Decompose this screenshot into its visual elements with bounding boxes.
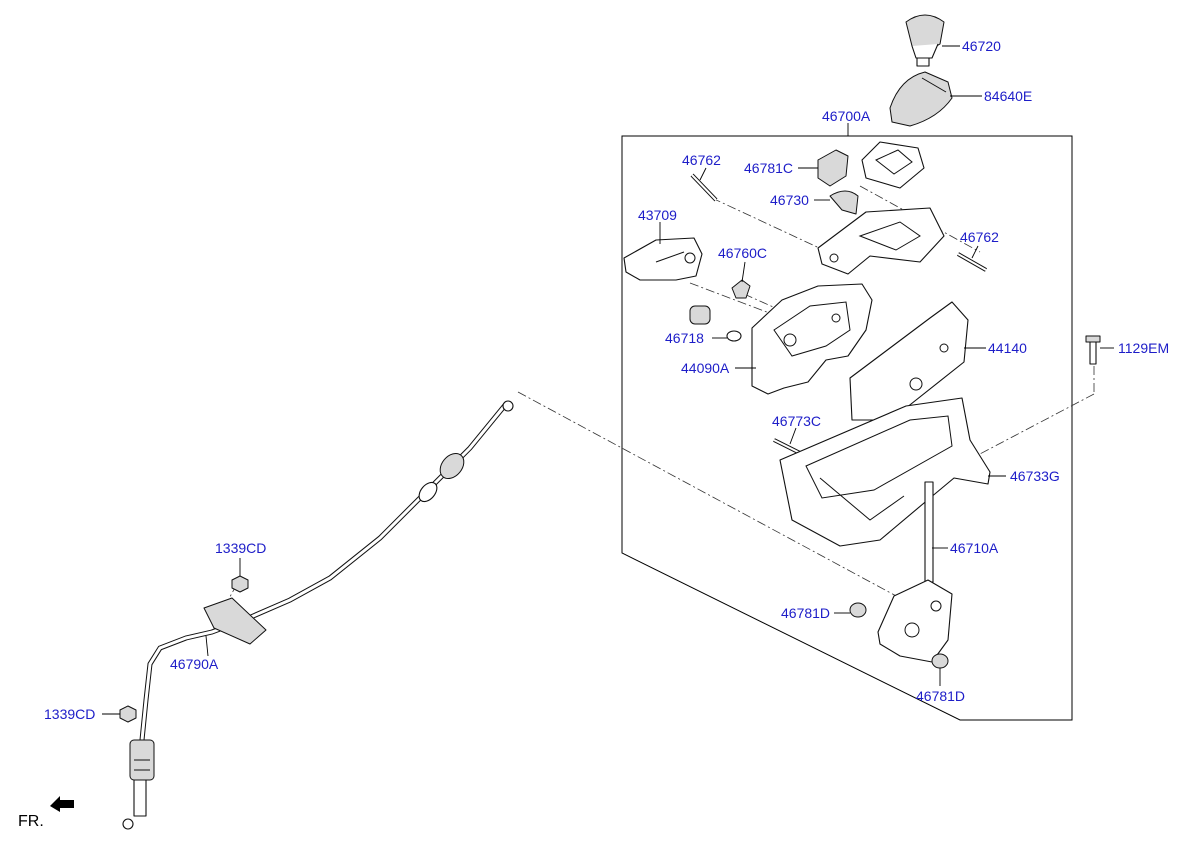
part-upper-bracket bbox=[817, 207, 945, 275]
label-1339CD-lower[interactable]: 1339CD bbox=[44, 706, 95, 722]
label-46700A[interactable]: 46700A bbox=[822, 108, 871, 124]
part-46733G-housing[interactable] bbox=[779, 397, 991, 547]
part-46718-bushing[interactable] bbox=[689, 305, 742, 342]
label-46762-upper[interactable]: 46762 bbox=[682, 152, 721, 168]
part-46720-knob[interactable] bbox=[905, 14, 945, 67]
label-1129EM[interactable]: 1129EM bbox=[1118, 340, 1169, 356]
part-46760C-clip[interactable] bbox=[731, 279, 751, 299]
part-gate-cover bbox=[861, 141, 925, 189]
leader-46760C bbox=[741, 261, 746, 283]
leader-46762-right bbox=[971, 245, 979, 259]
label-46781D-lower[interactable]: 46781D bbox=[916, 688, 965, 704]
label-44090A[interactable]: 44090A bbox=[681, 360, 730, 376]
part-labels: 46720 84640E 46700A 46762 46781C 46730 4… bbox=[44, 38, 1169, 722]
leader-46773C bbox=[789, 427, 797, 445]
part-46790A-cable[interactable] bbox=[122, 400, 514, 830]
front-indicator-label: FR. bbox=[18, 813, 44, 830]
leader-46790A bbox=[205, 635, 209, 657]
label-46760C[interactable]: 46760C bbox=[718, 245, 767, 261]
part-1129EM-bolt[interactable] bbox=[1085, 335, 1101, 365]
part-46781C-block[interactable] bbox=[817, 149, 849, 187]
label-46773C[interactable]: 46773C bbox=[772, 413, 821, 429]
part-84640E-boot[interactable] bbox=[889, 71, 953, 127]
part-43709-sensor[interactable] bbox=[623, 237, 703, 281]
label-43709[interactable]: 43709 bbox=[638, 207, 677, 223]
part-46773C-pin[interactable] bbox=[773, 438, 803, 456]
part-1339CD-nut-lower[interactable] bbox=[119, 705, 137, 723]
part-46730-detent[interactable] bbox=[829, 190, 859, 215]
assembly-frame bbox=[621, 135, 1073, 721]
part-1339CD-nut-upper[interactable] bbox=[231, 575, 249, 593]
label-46762-right[interactable]: 46762 bbox=[960, 229, 999, 245]
label-44140[interactable]: 44140 bbox=[988, 340, 1027, 356]
leader-46762-upper bbox=[699, 167, 707, 181]
front-arrow-icon bbox=[50, 796, 74, 812]
front-indicator: FR. bbox=[18, 796, 74, 830]
label-46720[interactable]: 46720 bbox=[962, 38, 1001, 54]
label-46730[interactable]: 46730 bbox=[770, 192, 809, 208]
part-46762-pin-upper[interactable] bbox=[690, 173, 718, 202]
label-46733G[interactable]: 46733G bbox=[1010, 468, 1060, 484]
label-46718[interactable]: 46718 bbox=[665, 330, 704, 346]
part-46781D-bushing-upper[interactable] bbox=[849, 602, 867, 618]
part-46710A-lever[interactable] bbox=[877, 481, 953, 663]
part-46762-pin-right[interactable] bbox=[957, 252, 987, 272]
label-84640E[interactable]: 84640E bbox=[984, 88, 1032, 104]
label-46781C[interactable]: 46781C bbox=[744, 160, 793, 176]
label-46790A[interactable]: 46790A bbox=[170, 656, 219, 672]
label-46781D-upper[interactable]: 46781D bbox=[781, 605, 830, 621]
part-44090A-bracket[interactable] bbox=[751, 283, 873, 395]
part-46781D-bushing-lower[interactable] bbox=[931, 653, 949, 669]
part-44140-cover[interactable] bbox=[849, 301, 969, 421]
label-46710A[interactable]: 46710A bbox=[950, 540, 999, 556]
label-1339CD-upper[interactable]: 1339CD bbox=[215, 540, 266, 556]
